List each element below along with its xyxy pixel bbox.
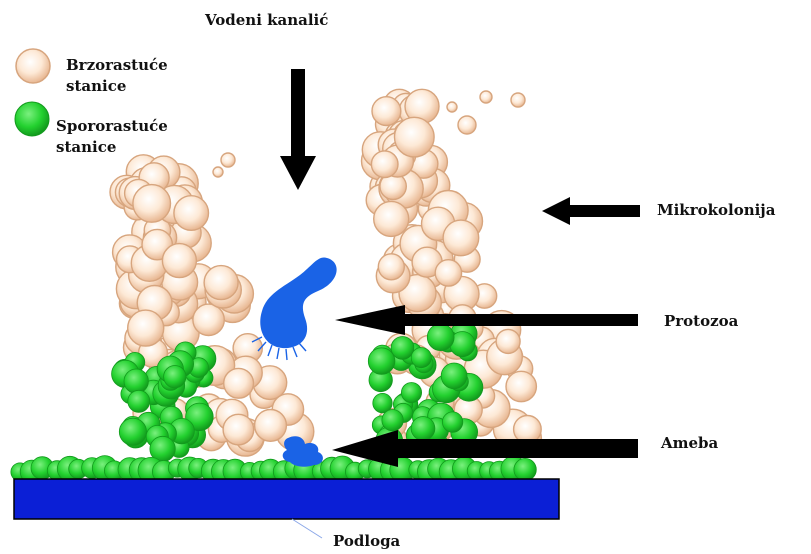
fast-cell	[435, 260, 461, 286]
slow-cell	[442, 412, 462, 432]
fast-cell	[374, 201, 409, 236]
fast-cell	[162, 244, 196, 278]
fast-cell	[506, 371, 536, 401]
fast-cell	[371, 151, 398, 178]
fast-cell	[496, 329, 520, 353]
water-channel-arrow	[280, 69, 316, 190]
slow-cell	[411, 348, 431, 368]
fast-cell	[213, 167, 223, 177]
fast-cell	[255, 410, 287, 442]
fast-cell	[447, 102, 457, 112]
fast-cell	[128, 310, 164, 346]
slow-cell	[368, 348, 395, 375]
slow-cell	[382, 410, 403, 431]
fast-cell	[193, 304, 224, 335]
fast-cell	[511, 93, 525, 107]
fast-cell	[378, 254, 404, 280]
fast-cell	[458, 116, 476, 134]
slow-cell	[427, 324, 454, 351]
slow-cell	[119, 418, 146, 445]
fast-cell	[372, 97, 401, 126]
fast-cell	[514, 416, 542, 444]
water-channel-label: Vodeni kanalić	[205, 10, 328, 31]
slow-cell	[514, 458, 536, 480]
fast-cell	[221, 153, 235, 167]
microcolony-label: Mikrokolonija	[657, 200, 775, 221]
protozoa-label: Protozoa	[664, 311, 738, 332]
fast-cell	[223, 414, 254, 445]
fast-growing-legend-label: Brzorastuće stanice	[66, 55, 216, 97]
slow-cell	[401, 383, 421, 403]
slow-cell	[391, 337, 414, 360]
substrate-label: Podloga	[333, 531, 400, 552]
fast-cell	[133, 185, 171, 223]
slow-cell	[411, 417, 435, 441]
fast-cell	[443, 220, 479, 256]
fast-cell	[204, 266, 238, 300]
fast-cell	[395, 117, 435, 157]
slow-growing-legend-label: Spororastuće stanice	[56, 116, 206, 158]
fast-cell	[174, 196, 209, 231]
fast-cell	[224, 368, 254, 398]
slow-cell	[128, 390, 150, 412]
fast-cell	[480, 91, 492, 103]
slow-cell	[124, 369, 148, 393]
substrate-layer	[14, 479, 559, 519]
slow-cell	[441, 363, 467, 389]
microcolony-arrow	[542, 197, 640, 225]
slow-cell	[164, 366, 186, 388]
protozoa-organism	[252, 257, 337, 360]
amoeba-label: Ameba	[661, 433, 718, 454]
substrate-pointer-line	[292, 519, 322, 538]
